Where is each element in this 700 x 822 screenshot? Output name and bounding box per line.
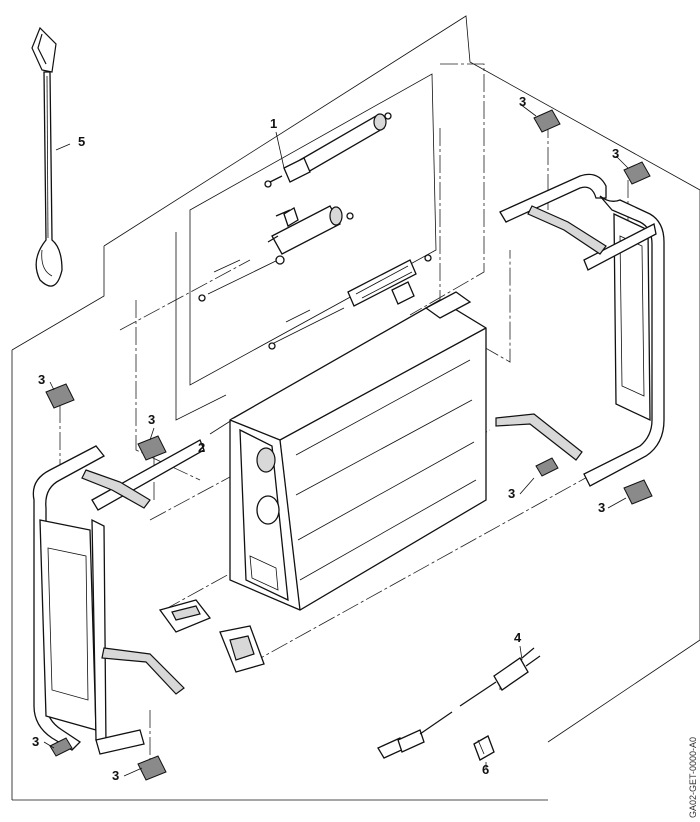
kit-box-2 xyxy=(175,232,227,421)
callout-3-c: 3 xyxy=(38,372,45,387)
small-part-6 xyxy=(473,735,495,761)
callout-3-b: 3 xyxy=(612,146,619,161)
callout-6: 6 xyxy=(482,762,489,777)
callout-1: 1 xyxy=(270,116,277,131)
callout-3-g: 3 xyxy=(32,734,39,749)
main-module xyxy=(229,291,487,611)
callout-3-f: 3 xyxy=(598,500,605,515)
foot-6 xyxy=(623,479,653,505)
leader-lines xyxy=(43,103,629,777)
assembly-outline xyxy=(11,15,700,801)
callout-5: 5 xyxy=(78,134,85,149)
foot-7 xyxy=(49,737,73,757)
carrying-strap xyxy=(31,26,63,287)
kit-box-1 xyxy=(189,73,437,386)
callout-3-e: 3 xyxy=(508,486,515,501)
foot-8 xyxy=(137,755,167,781)
brackets xyxy=(158,599,265,673)
power-cord xyxy=(377,647,541,759)
left-frame xyxy=(32,439,205,755)
kit-1-parts xyxy=(198,112,432,350)
foot-2 xyxy=(623,161,651,185)
callout-2: 2 xyxy=(198,440,205,455)
foot-4 xyxy=(137,435,167,461)
callout-3-d: 3 xyxy=(148,412,155,427)
callout-labels: 1 2 3 3 3 3 3 3 3 3 4 5 6 xyxy=(32,94,619,783)
rubber-feet xyxy=(45,109,653,781)
document-code: GA02-GET-0000-A0 xyxy=(688,737,698,818)
foot-3 xyxy=(45,383,75,409)
right-frame xyxy=(495,173,665,487)
callout-4: 4 xyxy=(514,630,522,645)
foot-1 xyxy=(533,109,561,133)
foot-5 xyxy=(535,457,559,477)
callout-3-h: 3 xyxy=(112,768,119,783)
callout-3-a: 3 xyxy=(519,94,526,109)
